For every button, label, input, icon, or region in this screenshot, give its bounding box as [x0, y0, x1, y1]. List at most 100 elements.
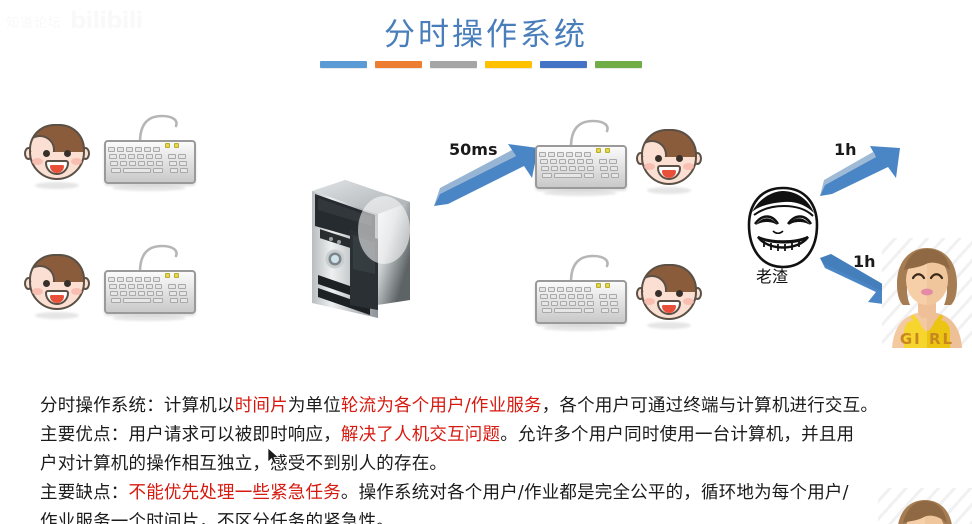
bar-gray	[430, 61, 477, 68]
arrow-up-right-icon	[434, 144, 538, 206]
line1-seg5: ，各个用户可通过终端与计算机进行交互。	[541, 396, 879, 416]
face-cheek-left	[32, 158, 43, 165]
paragraph-line-3: 户对计算机的操作相互独立，感受不到别人的存在。	[40, 450, 952, 479]
desktop-computer-tower-icon	[298, 158, 438, 318]
face-eye-right	[64, 150, 71, 157]
face-cheek-left	[32, 288, 43, 295]
face-hair	[29, 124, 85, 152]
terminal-user-3	[533, 118, 708, 198]
girl-bottom-illustration	[898, 500, 952, 524]
girl-top-image: GI RL	[882, 238, 972, 348]
arrow-timeslice	[432, 138, 542, 210]
line2-seg2: 解决了人机交互问题	[340, 425, 501, 445]
face-eye-left	[43, 150, 50, 157]
face-cheek-right	[683, 298, 694, 305]
face-cheek-left	[644, 298, 655, 305]
user-face-icon	[24, 252, 90, 319]
face-cheek-left	[644, 163, 655, 170]
keyboard-led-2	[605, 283, 610, 288]
face-hair	[641, 264, 697, 292]
keyboard-keys	[539, 150, 623, 184]
arrow-to-girl-bottom-label: 1h	[853, 252, 876, 271]
user-face-icon	[636, 262, 702, 329]
line1-seg3: 为单位	[287, 396, 341, 416]
face-cheek-right	[71, 288, 82, 295]
paragraph-line-1: 分时操作系统：计算机以时间片为单位轮流为各个用户/作业服务，各个用户可通过终端与…	[40, 392, 952, 421]
keyboard-shadow	[543, 190, 617, 196]
user-face-icon	[24, 122, 90, 189]
arrow-to-girl-bottom	[818, 252, 906, 314]
bar-orange	[375, 61, 422, 68]
keyboard-keys	[108, 145, 192, 179]
keyboard-shadow	[112, 185, 186, 191]
bar-green	[595, 61, 642, 68]
keyboard-keys	[539, 285, 623, 319]
keyboard-icon	[102, 243, 198, 321]
face-eye-right	[676, 155, 683, 162]
keyboard-icon	[533, 253, 629, 331]
face-shadow	[647, 187, 691, 194]
keyboard-led-2	[174, 273, 179, 278]
arrow-timeslice-label: 50ms	[449, 140, 498, 159]
face-mouth	[657, 165, 681, 180]
arrow-down-right-icon	[820, 254, 898, 306]
bar-yellow	[485, 61, 532, 68]
keyboard-led-1	[596, 283, 601, 288]
line4-seg2: 不能优先处理一些紧急任务	[128, 483, 341, 503]
face-eye-right	[64, 280, 71, 287]
bar-blue-dark	[540, 61, 587, 68]
keyboard-led-1	[165, 273, 170, 278]
line1-seg4: 轮流为各个用户/作业服务	[340, 396, 542, 416]
face-mouth	[657, 300, 681, 315]
face-mouth	[45, 290, 69, 305]
bar-blue-light	[320, 61, 367, 68]
keyboard-led-2	[605, 148, 610, 153]
face-eye-left	[655, 290, 662, 297]
terminal-user-1	[24, 113, 201, 193]
keyboard-keys	[108, 275, 192, 309]
paragraph-line-5: 作业服务一个时间片，不区分任务的紧急性。	[40, 508, 952, 524]
keyboard-cable-icon	[138, 244, 178, 273]
keyboard-led-1	[165, 143, 170, 148]
rage-comic-face-svg	[747, 186, 819, 269]
keyboard-cable-icon	[138, 114, 178, 143]
girl-top-illustration: GI RL	[892, 248, 962, 348]
face-hair	[29, 254, 85, 282]
slide-title-area: 分时操作系统	[0, 18, 972, 52]
face-cheek-right	[71, 158, 82, 165]
face-mouth	[45, 160, 69, 175]
face-shadow	[35, 312, 79, 319]
face-eye-left	[43, 280, 50, 287]
rage-face-icon	[740, 185, 826, 271]
line4-seg1: 主要缺点：	[40, 483, 129, 503]
paragraph-line-2: 主要优点：用户请求可以被即时响应，解决了人机交互问题。允许多个用户同时使用一台计…	[40, 421, 952, 450]
tower-svg	[312, 180, 410, 318]
arrow-to-girl-top	[818, 140, 906, 200]
keyboard-shadow	[543, 325, 617, 331]
keyboard-cable-icon	[569, 119, 609, 148]
line2-seg1: 主要优点：用户请求可以被即时响应，	[40, 425, 341, 445]
line5-seg1: 作业服务一个时间片，不区分任务的紧急性。	[40, 512, 394, 524]
arrow-up-right-icon	[820, 146, 900, 196]
rage-face-label: 老渣	[756, 267, 789, 286]
terminal-user-2	[24, 243, 201, 323]
face-cheek-right	[683, 163, 694, 170]
page-title: 分时操作系统	[384, 17, 588, 53]
line1-seg1: 分时操作系统：计算机以	[40, 396, 235, 416]
face-eye-right	[676, 290, 683, 297]
face-eye-left	[655, 155, 662, 162]
paragraph-line-4: 主要缺点：不能优先处理一些紧急任务。操作系统对各个用户/作业都是完全公平的，循环…	[40, 479, 952, 508]
keyboard-led-2	[174, 143, 179, 148]
explanation-paragraph: 分时操作系统：计算机以时间片为单位轮流为各个用户/作业服务，各个用户可通过终端与…	[40, 392, 952, 524]
user-face-icon	[636, 127, 702, 194]
terminal-user-4	[533, 253, 708, 333]
line4-seg3: 。操作系统对各个用户/作业都是完全公平的，循环地为每个用户/	[340, 483, 849, 503]
title-underline-bars	[320, 61, 642, 68]
keyboard-cable-icon	[569, 254, 609, 283]
keyboard-led-1	[596, 148, 601, 153]
line3-seg1: 户对计算机的操作相互独立，感受不到别人的存在。	[40, 454, 448, 474]
line1-seg2: 时间片	[234, 396, 288, 416]
line2-seg3: 。允许多个用户同时使用一台计算机，并且用	[500, 425, 855, 445]
face-shadow	[35, 182, 79, 189]
